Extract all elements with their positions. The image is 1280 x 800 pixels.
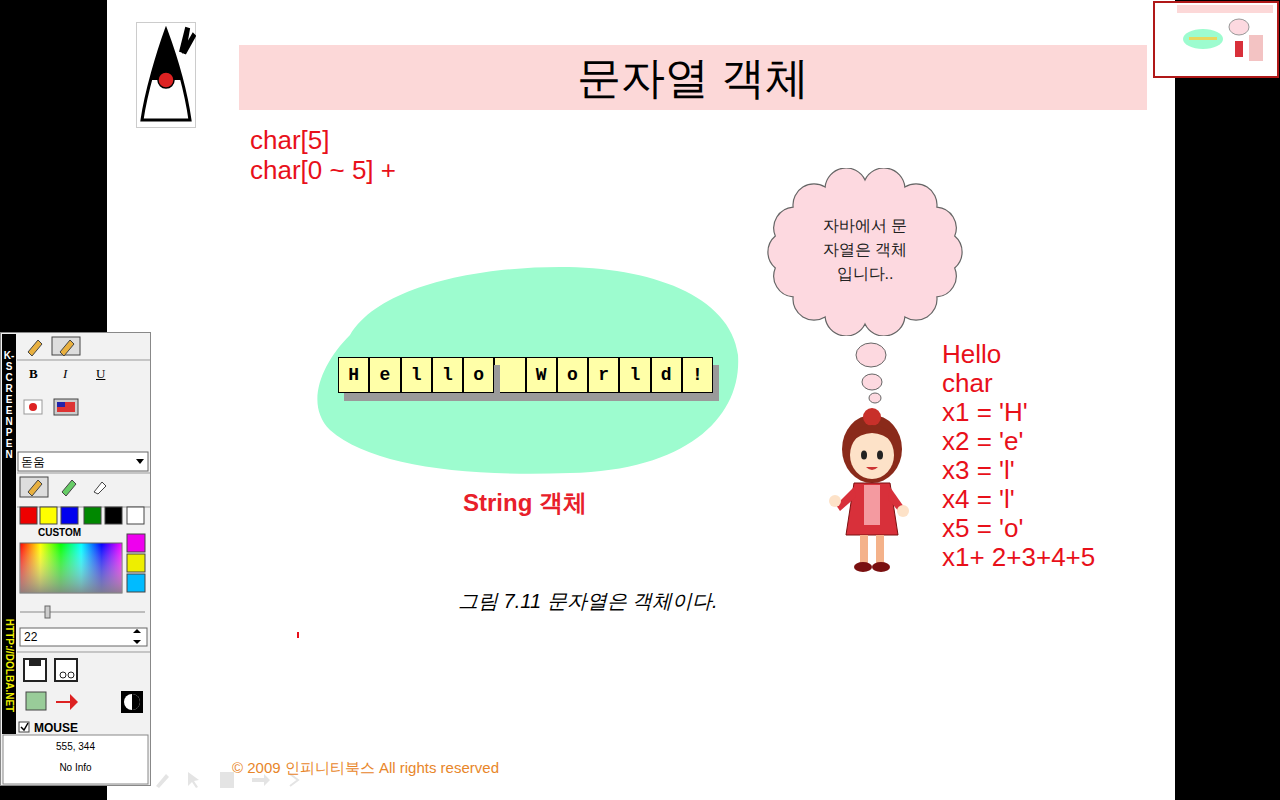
char-letter: ! (683, 358, 712, 392)
copyright: © 2009 인피니티북스 All rights reserved (232, 759, 499, 778)
custom-label: CUSTOM (38, 527, 81, 538)
char-letter: d (652, 358, 681, 392)
char-cell: e (369, 357, 400, 393)
char-cell: ! (682, 357, 713, 393)
char-cell: l (401, 357, 432, 393)
status-info: No Info (3, 762, 148, 773)
annotation: x1+ 2+3+4+5 (942, 542, 1095, 573)
char-letter: W (527, 358, 556, 392)
char-cell: W (526, 357, 557, 393)
annotation: x3 = 'l' (942, 455, 1015, 486)
toolbar-url: HTTP://DOLBA.NET (4, 611, 15, 721)
char-cell: r (588, 357, 619, 393)
string-object-blob: String 객체HelloWorld! (310, 265, 740, 475)
toolbar-brand: K-SCREEN PEN (3, 350, 15, 460)
bubble-tail (850, 335, 900, 410)
bold-button: B (29, 366, 38, 382)
girl-illustration (826, 405, 916, 575)
annotation: x1 = 'H' (942, 397, 1028, 428)
mouse-checkbox-label: MOUSE (34, 721, 78, 735)
slide-thumbnail (1153, 1, 1279, 78)
char-letter: o (558, 358, 587, 392)
char-cell: o (463, 357, 494, 393)
char-cell: H (338, 357, 369, 393)
annotation: x2 = 'e' (942, 426, 1023, 457)
char-cell: d (651, 357, 682, 393)
char-letter: l (620, 358, 649, 392)
char-letter: H (339, 358, 368, 392)
pen-toolbar (0, 332, 152, 787)
underline-button: U (96, 366, 105, 382)
font-select: 돋움 (21, 454, 45, 471)
char-cell: l (432, 357, 463, 393)
pen-mark (297, 632, 299, 638)
blob-heading: String 객체 (310, 487, 740, 519)
char-letter: l (433, 358, 462, 392)
annotation: x4 = 'l' (942, 484, 1015, 515)
char-letter: o (464, 358, 493, 392)
annotation: char[5] (250, 125, 330, 156)
annotation: Hello (942, 339, 1001, 370)
blob-fill (317, 267, 738, 474)
char-cell: l (619, 357, 650, 393)
thought-bubble: 자바에서 문 자열은 객체 입니다.. (762, 168, 968, 336)
char-letter: l (402, 358, 431, 392)
char-cell: o (557, 357, 588, 393)
annotation: char[0 ~ 5] + (250, 155, 396, 186)
bubble-text: 자바에서 문 자열은 객체 입니다.. (805, 214, 925, 286)
size-input: 22 (24, 630, 37, 644)
char-cell-blank (494, 357, 525, 393)
char-letter: r (589, 358, 618, 392)
annotation: x5 = 'o' (942, 513, 1023, 544)
slide-title: 문자열 객체 (239, 45, 1147, 110)
mouse-position: 555, 344 (3, 741, 148, 752)
figure-caption: 그림 7.11 문자열은 객체이다. (458, 588, 718, 615)
cloud-fill (768, 168, 962, 336)
char-letter: e (370, 358, 399, 392)
italic-button: I (63, 366, 67, 382)
duke-logo (136, 22, 196, 128)
annotation: char (942, 368, 993, 399)
